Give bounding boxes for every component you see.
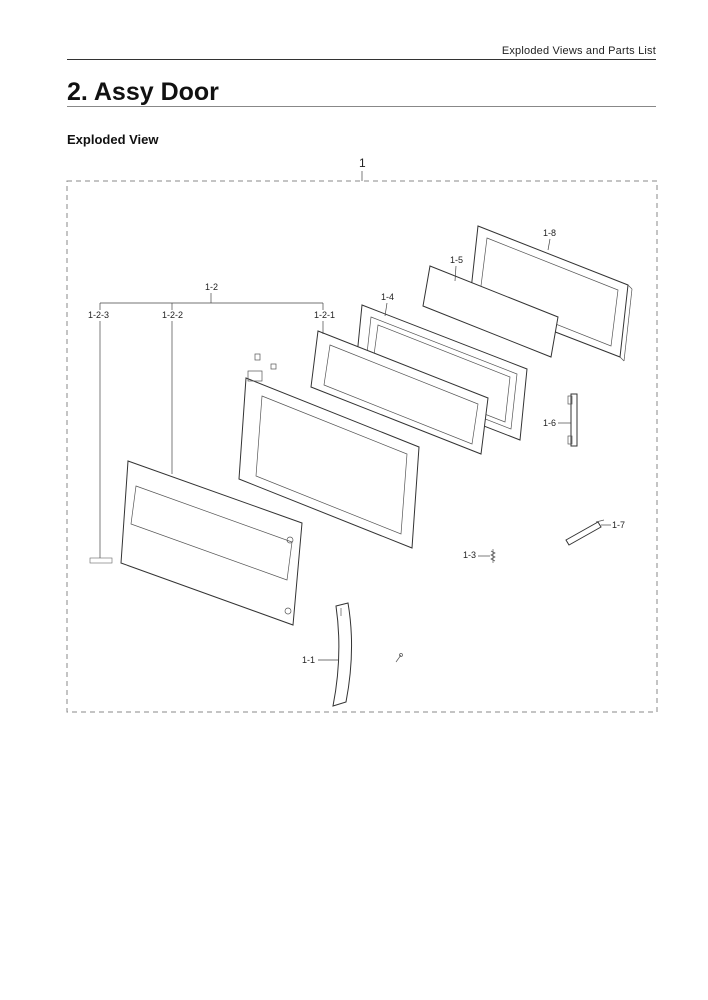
callout-1-2-1: 1-2-1 [314, 310, 335, 320]
part-1-7-lever [565, 519, 605, 546]
callout-1-8: 1-8 [543, 228, 556, 238]
part-1-8-door-frame [469, 225, 633, 362]
title-rule [67, 106, 656, 107]
callout-1-3: 1-3 [463, 550, 476, 560]
part-1-3-spring [490, 549, 496, 563]
callout-1-5: 1-5 [450, 255, 463, 265]
callout-1-7: 1-7 [612, 520, 625, 530]
part-1-2-3-label-sticker [89, 557, 113, 564]
assembly-frame [66, 180, 658, 713]
callout-1-2-2: 1-2-2 [162, 310, 183, 320]
leader-1-8 [547, 238, 551, 251]
section-title: Exploded View [67, 132, 159, 147]
leader-1-4 [384, 302, 388, 317]
part-1-6-latch [567, 393, 578, 447]
header-label: Exploded Views and Parts List [501, 45, 656, 57]
part-1-5-glass [422, 265, 559, 358]
screw-icon [395, 653, 403, 663]
callout-1-6: 1-6 [543, 418, 556, 428]
page-title: 2. Assy Door [67, 78, 219, 106]
callout-1-2-3: 1-2-3 [88, 310, 109, 320]
callout-1-4: 1-4 [381, 292, 394, 302]
header-rule [67, 59, 656, 60]
part-1-2-1-inner-glass [310, 330, 489, 455]
callout-1-1: 1-1 [302, 655, 315, 665]
callout-1-2: 1-2 [205, 282, 218, 292]
leader-1-5 [454, 265, 457, 282]
callout-1: 1 [359, 156, 366, 170]
part-1-2-2-outer-panel [120, 460, 303, 626]
part-1-1-handle [332, 602, 353, 707]
part-1-2-door-frame [238, 353, 420, 549]
